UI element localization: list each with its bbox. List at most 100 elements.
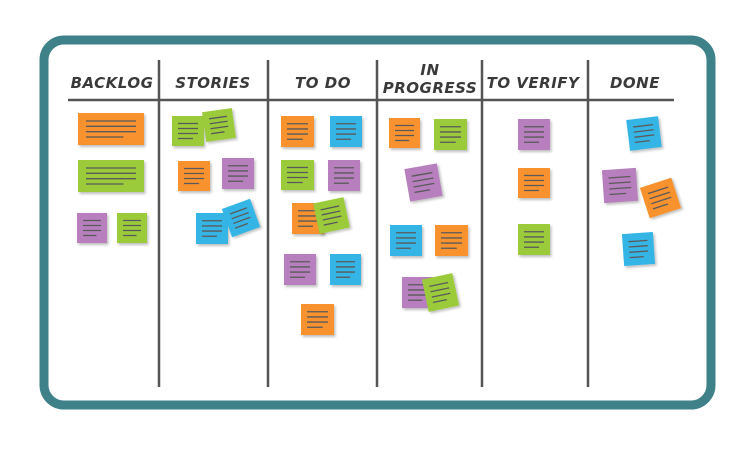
note-scribble-line: [211, 131, 225, 135]
note-scribble-line: [609, 186, 632, 190]
sticky-note-paper: [621, 231, 656, 267]
sticky-note-todo-orange: [281, 116, 314, 147]
sticky-note-stories-purple: [222, 158, 254, 189]
sticky-note-paper: [626, 116, 662, 151]
note-scribble-line: [321, 210, 341, 216]
note-scribble-line: [414, 189, 431, 194]
note-scribble-line: [430, 287, 450, 293]
note-scribble-line: [209, 120, 228, 125]
sticky-note-in-progress-orange: [435, 225, 468, 256]
note-scribble-line: [231, 211, 249, 220]
sticky-notes: [77, 108, 682, 335]
sticky-note-paper: [518, 168, 550, 198]
sticky-note-stories-green: [172, 116, 204, 146]
note-scribble-line: [634, 134, 655, 138]
sticky-note-to-verify-orange: [518, 168, 550, 198]
note-scribble-line: [652, 203, 669, 210]
sticky-note-paper: [281, 160, 314, 190]
sticky-note-done-orange: [639, 177, 682, 219]
sticky-note-stories-blue: [196, 213, 228, 244]
note-scribble-line: [608, 175, 631, 179]
sticky-note-paper: [202, 108, 236, 142]
note-scribble-line: [629, 250, 649, 253]
sticky-note-paper: [178, 161, 210, 191]
note-scribble-line: [233, 216, 251, 225]
sticky-note-paper: [328, 160, 360, 191]
sticky-note-paper: [421, 273, 460, 312]
sticky-note-paper: [172, 116, 204, 146]
column-title-backlog: BACKLOG: [71, 74, 154, 92]
sticky-note-backlog-orange: [78, 113, 144, 145]
sticky-note-todo-green: [281, 160, 314, 190]
sticky-note-paper: [281, 116, 314, 147]
column-title-todo: TO DO: [295, 74, 351, 92]
note-scribble-line: [609, 192, 627, 196]
note-scribble-line: [229, 207, 248, 215]
sticky-note-in-progress-green: [421, 273, 460, 312]
sticky-note-paper: [221, 198, 261, 238]
sticky-note-backlog-green: [117, 213, 147, 243]
column-dividers: [68, 60, 674, 387]
note-scribble-line: [629, 256, 644, 259]
sticky-note-todo-purple: [284, 254, 316, 285]
note-scribble-line: [633, 123, 654, 128]
sticky-note-paper: [601, 167, 639, 204]
sticky-note-done-blue: [626, 116, 662, 151]
sticky-note-paper: [518, 224, 550, 255]
note-scribble-line: [628, 239, 648, 243]
sticky-note-backlog-purple: [77, 213, 107, 243]
sticky-note-paper: [313, 197, 350, 234]
note-scribble-line: [431, 292, 451, 298]
sticky-note-done-blue: [621, 231, 656, 267]
sticky-note-paper: [222, 158, 254, 189]
sticky-note-done-purple: [601, 167, 639, 204]
sticky-note-paper: [404, 163, 443, 202]
sticky-note-paper: [389, 118, 420, 148]
sticky-note-todo-blue: [330, 254, 361, 285]
sticky-note-paper: [639, 177, 682, 219]
sticky-note-in-progress-orange: [389, 118, 420, 148]
sticky-note-paper: [196, 213, 228, 244]
sticky-note-stories-orange: [178, 161, 210, 191]
note-scribble-line: [413, 182, 435, 188]
sticky-note-todo-blue: [330, 116, 362, 147]
sticky-note-todo-purple: [328, 160, 360, 191]
sticky-note-paper: [78, 113, 144, 145]
note-scribble-line: [651, 196, 672, 205]
column-title-to-verify: TO VERIFY: [487, 74, 581, 92]
sticky-note-paper: [390, 225, 422, 256]
column-title-in-progress-line-1: IN: [420, 61, 439, 79]
note-scribble-line: [432, 298, 447, 304]
column-title-in-progress-line-2: PROGRESS: [383, 79, 477, 97]
note-scribble-line: [322, 215, 342, 221]
note-scribble-line: [634, 139, 650, 144]
note-scribble-line: [412, 177, 434, 183]
note-scribble-line: [633, 129, 654, 133]
sticky-note-to-verify-green: [518, 224, 550, 255]
note-scribble-line: [323, 221, 338, 226]
sticky-note-stories-green: [202, 108, 236, 142]
sticky-note-to-verify-purple: [518, 119, 550, 150]
sticky-note-paper: [330, 254, 361, 285]
note-scribble-line: [411, 171, 433, 177]
sticky-note-in-progress-purple: [404, 163, 443, 202]
column-title-done: DONE: [610, 74, 660, 92]
sticky-note-backlog-green: [78, 160, 144, 192]
note-scribble-line: [649, 191, 670, 200]
sticky-note-paper: [518, 119, 550, 150]
sticky-note-paper: [435, 225, 468, 256]
sticky-note-in-progress-blue: [390, 225, 422, 256]
note-scribble-line: [628, 245, 648, 248]
sticky-note-paper: [434, 119, 467, 150]
sticky-note-in-progress-green: [434, 119, 467, 150]
sticky-note-paper: [78, 160, 144, 192]
column-title-stories: STORIES: [175, 74, 250, 92]
sticky-note-paper: [301, 304, 334, 335]
note-scribble-line: [429, 281, 449, 288]
sticky-note-paper: [77, 213, 107, 243]
sticky-note-todo-orange: [301, 304, 334, 335]
sticky-note-todo-green: [313, 197, 350, 234]
sticky-note-paper: [117, 213, 147, 243]
note-scribble-line: [647, 186, 669, 195]
